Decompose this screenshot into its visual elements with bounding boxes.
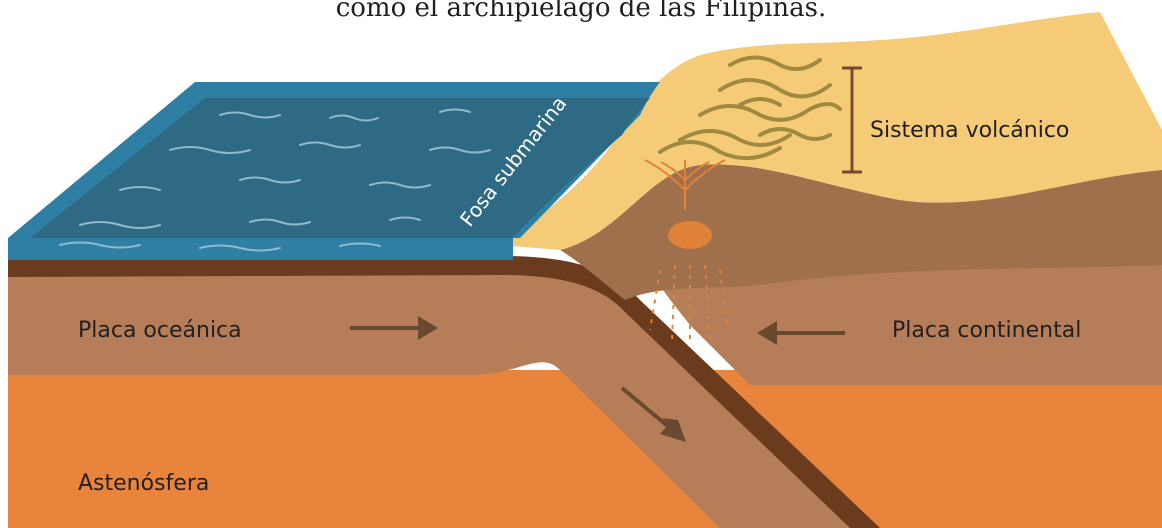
volcanic-system-label: Sistema volcánico bbox=[870, 118, 1069, 143]
ocean-front bbox=[8, 238, 513, 260]
oceanic-plate-label: Placa oceánica bbox=[78, 318, 242, 343]
magma-chamber-icon bbox=[668, 221, 712, 249]
continental-plate-label: Placa continental bbox=[892, 318, 1081, 343]
asthenosphere-label: Astenósfera bbox=[78, 471, 209, 496]
